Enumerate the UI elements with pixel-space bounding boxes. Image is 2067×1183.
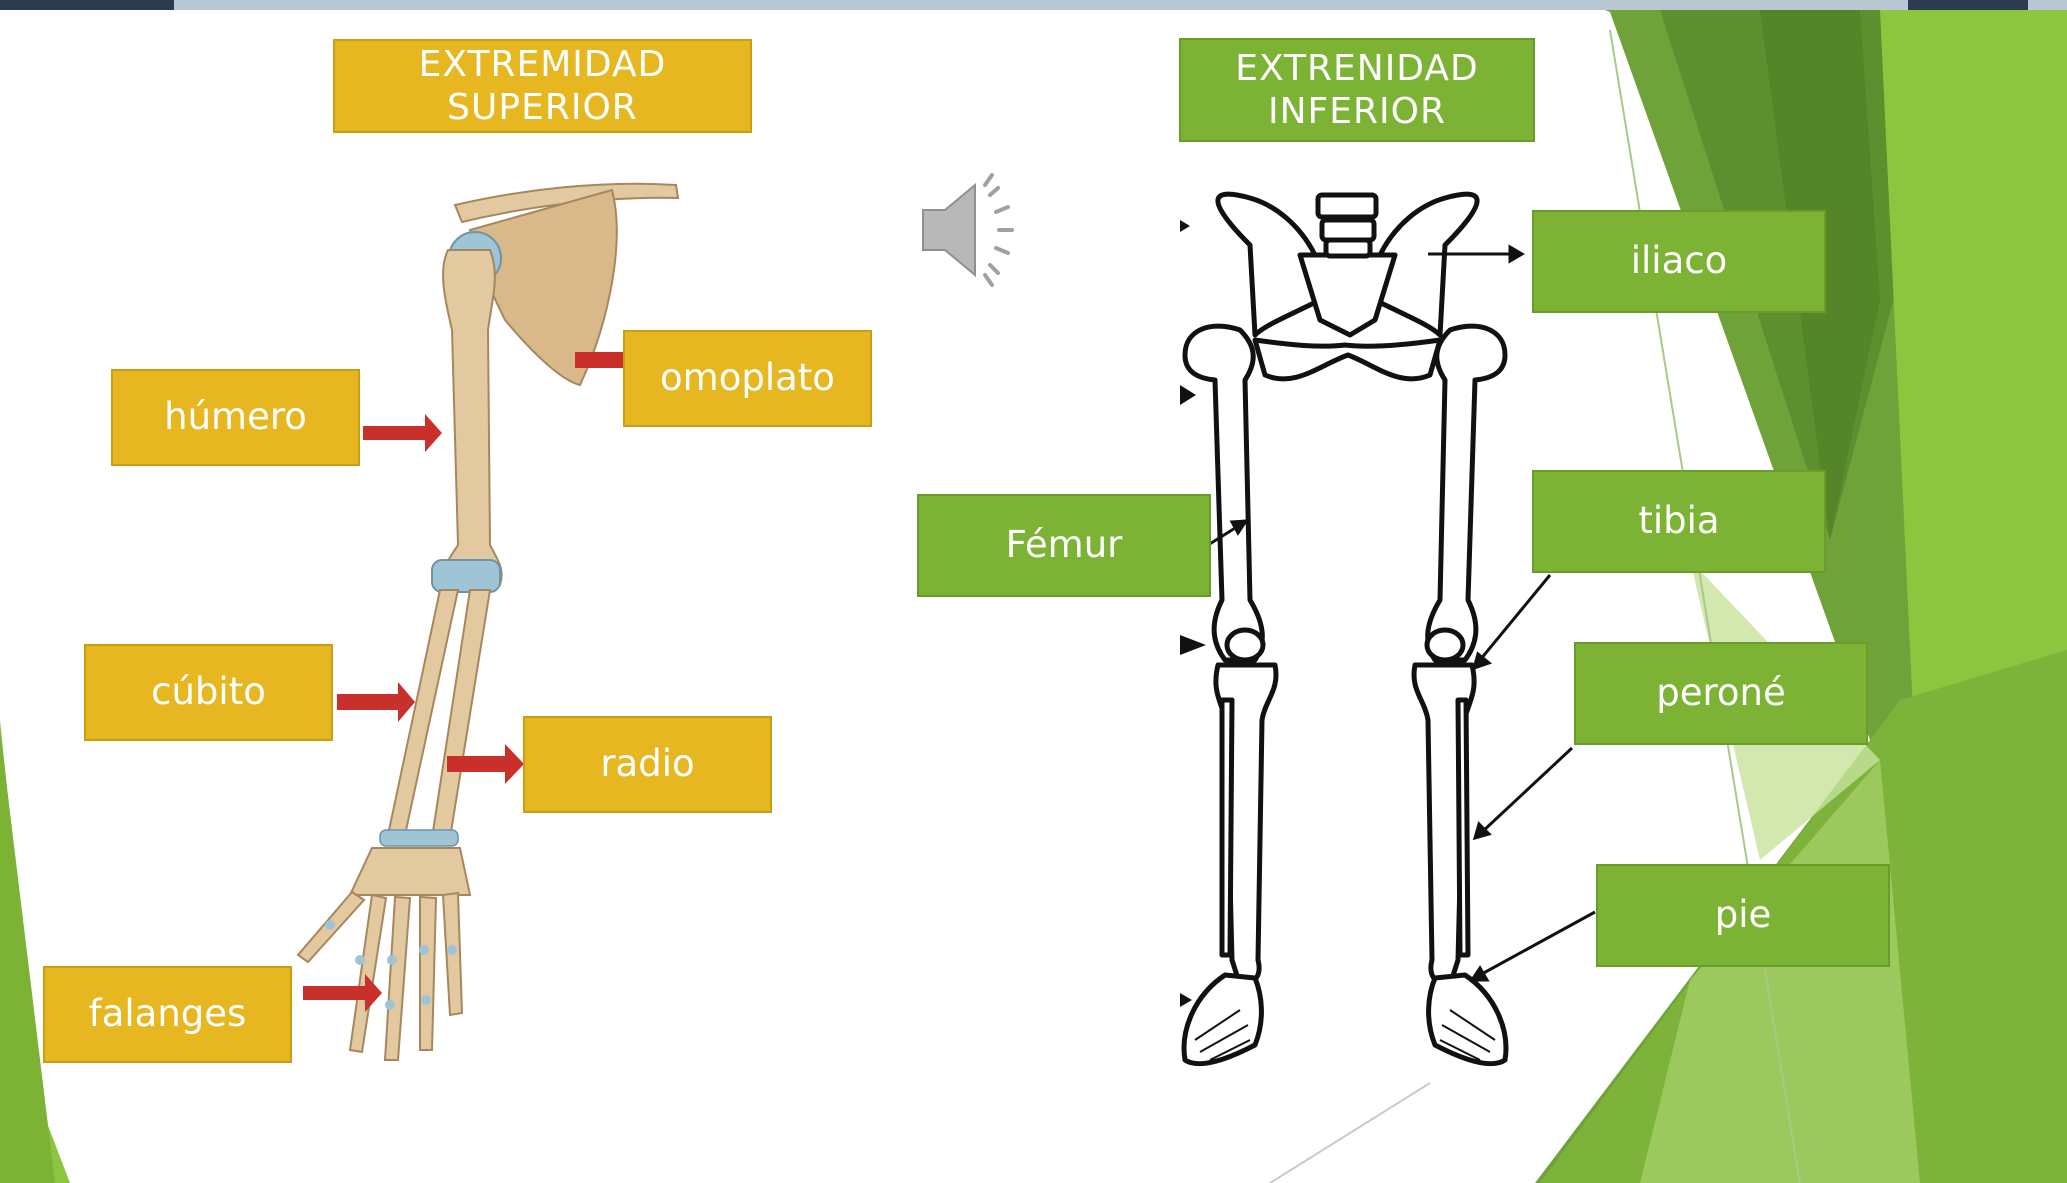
label-radio: radio bbox=[523, 716, 772, 813]
label-femur: Fémur bbox=[917, 494, 1211, 597]
label-perone: peroné bbox=[1574, 642, 1868, 745]
label-tibia: tibia bbox=[1532, 470, 1826, 573]
label-omoplato: omoplato bbox=[623, 330, 872, 427]
label-pie: pie bbox=[1596, 864, 1890, 967]
label-humero: húmero bbox=[111, 369, 360, 466]
speaker-icon[interactable] bbox=[923, 175, 1012, 285]
label-iliaco: iliaco bbox=[1532, 210, 1826, 313]
arm-bones bbox=[298, 184, 678, 1060]
leg-skeleton bbox=[1184, 194, 1506, 1064]
label-falanges: falanges bbox=[43, 966, 292, 1063]
label-cubito: cúbito bbox=[84, 644, 333, 741]
lower-limb-title: EXTRENIDAD INFERIOR bbox=[1179, 38, 1535, 142]
upper-limb-title: EXTREMIDAD SUPERIOR bbox=[333, 39, 752, 133]
